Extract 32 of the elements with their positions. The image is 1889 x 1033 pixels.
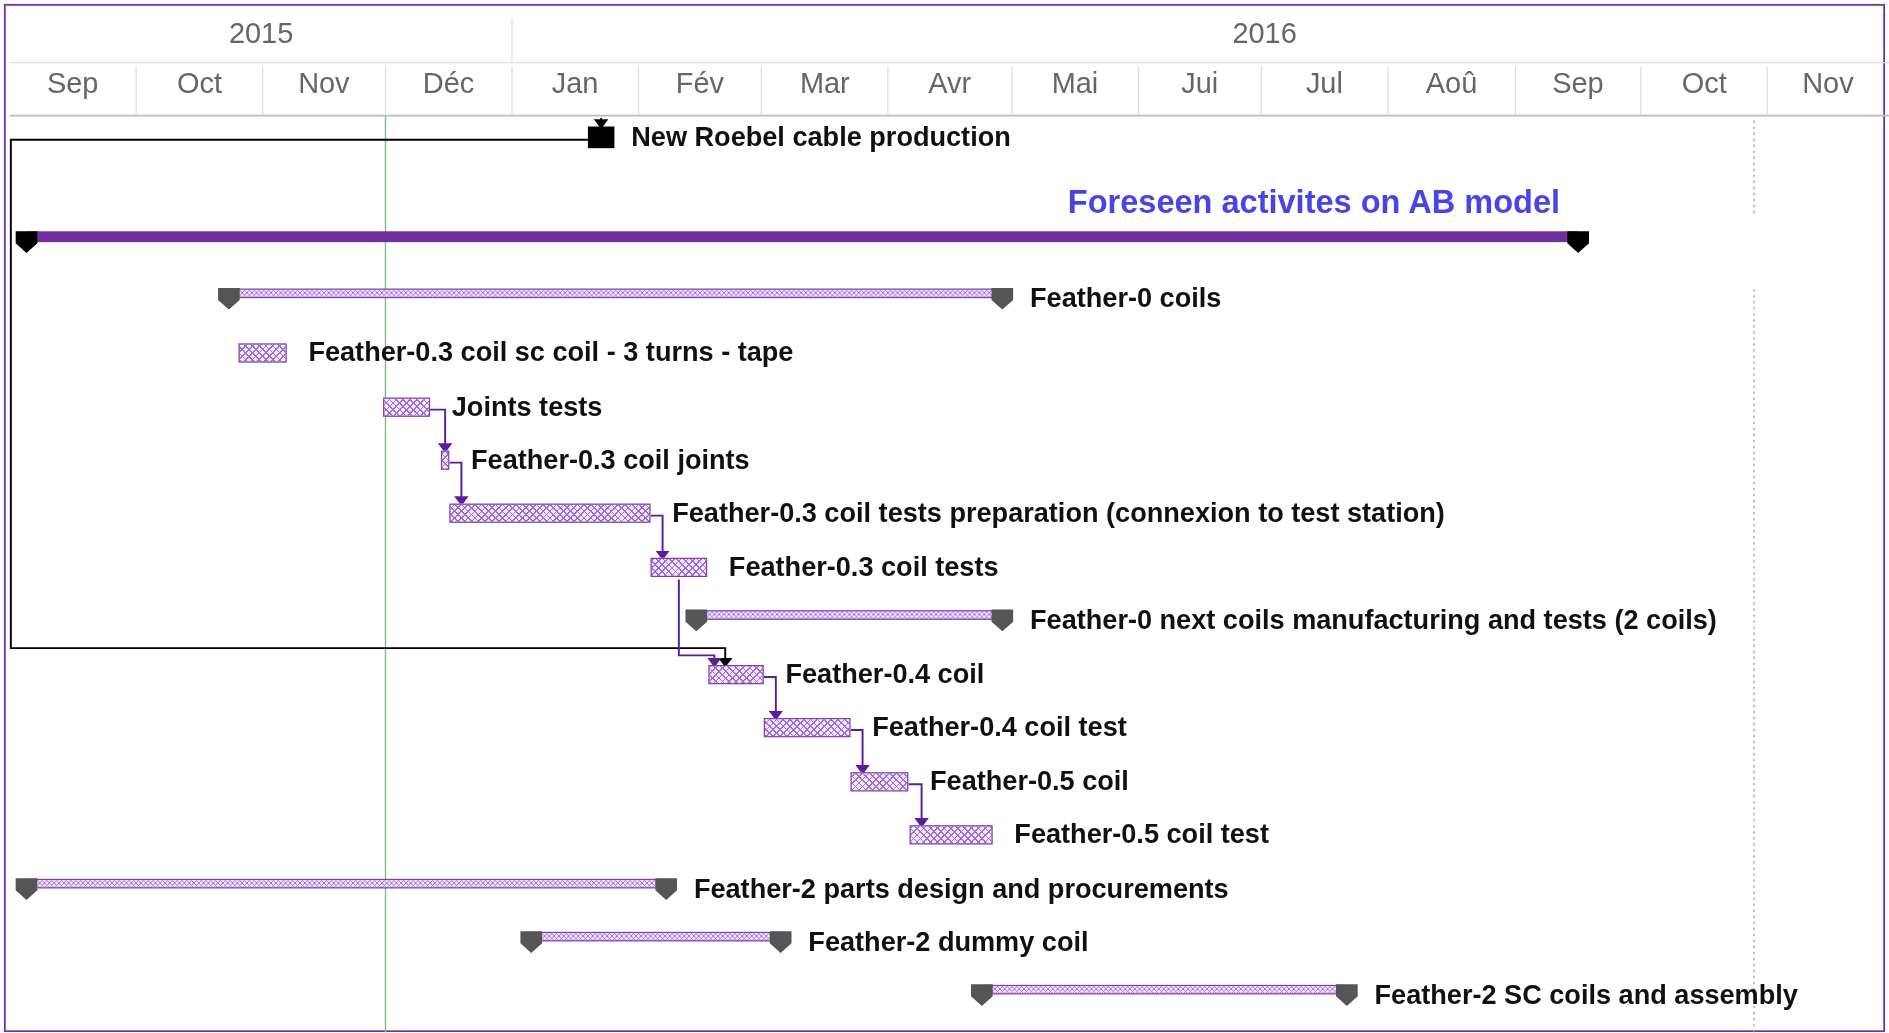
month-label: Mai (1051, 66, 1099, 100)
month-label: Sep (47, 66, 99, 100)
task-label: Feather-0.5 coil test (1014, 819, 1269, 851)
task-label: Feather-0 next coils manufacturing and tests (2 coils) (1030, 604, 1717, 637)
month-label: Oct (1681, 66, 1727, 100)
month-label: Avr (928, 66, 972, 100)
task-label: Feather-0.3 coil tests preparation (connexion to test station) (672, 497, 1445, 529)
task-label: Joints tests (451, 391, 603, 423)
month-label: Fév (675, 66, 725, 100)
task-label: Feather-0 coils (1030, 283, 1222, 315)
month-label: Sep (1552, 66, 1604, 100)
task-label: Feather-0.3 coil joints (471, 444, 750, 476)
month-label: Aoû (1425, 66, 1478, 100)
month-label: Jan (551, 66, 599, 100)
task-label: Feather-2 SC coils and assembly (1374, 979, 1798, 1011)
task-label: Feather-0.4 coil test (872, 712, 1127, 744)
task-label: Foreseen activites on AB model (1067, 184, 1561, 222)
month-label: Déc (422, 66, 475, 100)
task-label: Feather-0.3 coil tests (728, 551, 999, 584)
month-label: Mar (799, 66, 850, 100)
task-label: New Roebel cable production (631, 121, 1011, 153)
month-label: Nov (1802, 66, 1854, 100)
task-label: Feather-0.4 coil (785, 658, 985, 691)
year-label: 2016 (1232, 16, 1297, 51)
month-label: Jui (1181, 66, 1219, 100)
task-label: Feather-2 parts design and procurements (693, 873, 1229, 905)
month-label: Oct (177, 66, 223, 100)
month-label: Nov (298, 66, 350, 100)
task-label: Feather-0.5 coil (930, 766, 1129, 798)
year-label: 2015 (228, 16, 294, 51)
month-label: Jul (1305, 66, 1343, 100)
task-label: Feather-2 dummy coil (808, 926, 1089, 958)
